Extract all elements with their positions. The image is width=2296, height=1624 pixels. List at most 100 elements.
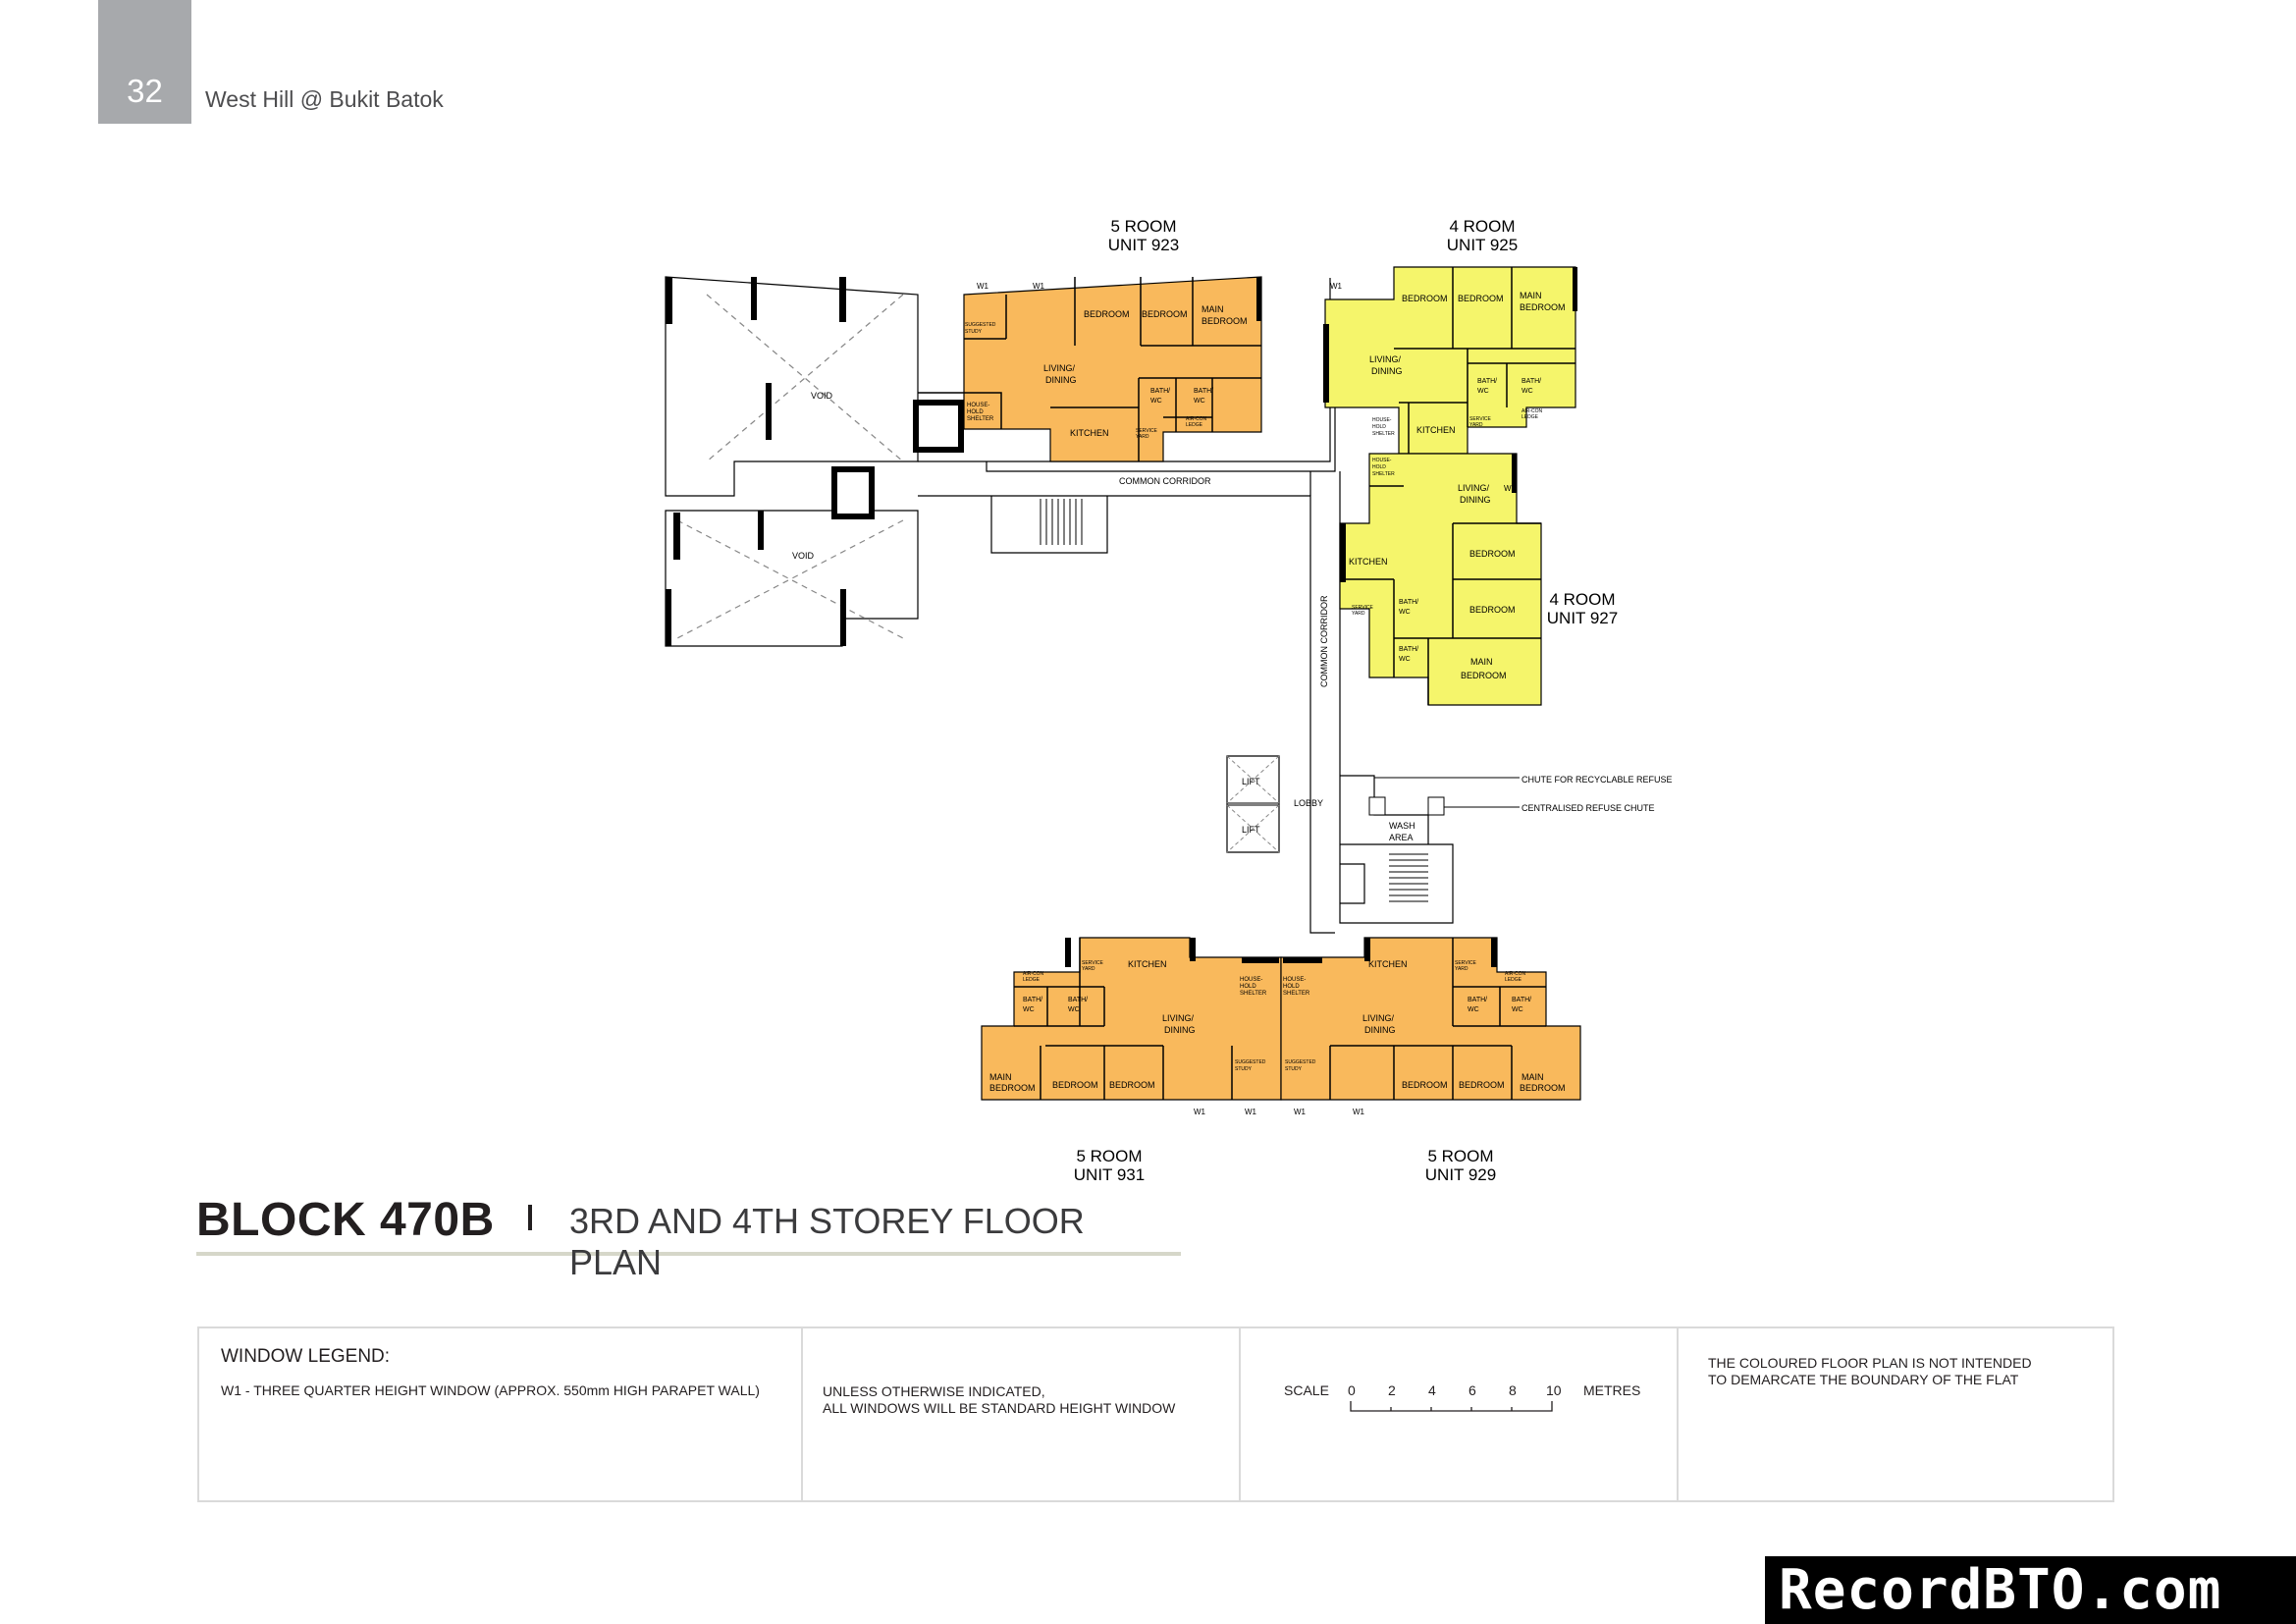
svg-text:SERVICE: SERVICE — [1469, 416, 1492, 422]
common-corridor-label: COMMON CORRIDOR — [1119, 476, 1211, 486]
svg-text:SERVICE: SERVICE — [1455, 960, 1477, 966]
svg-text:UNIT 929: UNIT 929 — [1425, 1165, 1496, 1184]
svg-text:BEDROOM: BEDROOM — [1459, 1080, 1505, 1090]
svg-text:LIVING/: LIVING/ — [1043, 363, 1076, 373]
scale-tick-4: 4 — [1428, 1382, 1436, 1398]
svg-text:SHELTER: SHELTER — [1372, 431, 1395, 437]
plan-title-bar: BLOCK 470B 3RD AND 4TH STOREY FLOOR PLAN — [196, 1193, 1181, 1282]
svg-text:MAIN: MAIN — [1201, 304, 1224, 314]
window-legend-cell: WINDOW LEGEND: W1 - THREE QUARTER HEIGHT… — [199, 1328, 803, 1500]
svg-text:HOLD: HOLD — [1372, 424, 1386, 430]
svg-text:MAIN: MAIN — [989, 1072, 1012, 1082]
svg-text:WC: WC — [1522, 388, 1533, 395]
svg-text:WC: WC — [1399, 609, 1411, 616]
svg-text:SERVICE: SERVICE — [1082, 960, 1104, 966]
scale-tick-6: 6 — [1468, 1382, 1476, 1398]
svg-text:W1: W1 — [1353, 1108, 1365, 1116]
svg-text:UNIT 927: UNIT 927 — [1547, 609, 1618, 627]
svg-text:WC: WC — [1068, 1006, 1080, 1013]
scale-tick-2: 2 — [1388, 1382, 1396, 1398]
svg-text:WASH: WASH — [1389, 821, 1415, 831]
svg-text:BEDROOM: BEDROOM — [1201, 316, 1248, 326]
svg-text:MAIN: MAIN — [1470, 657, 1493, 667]
svg-text:W1: W1 — [1194, 1108, 1206, 1116]
svg-text:AIR-CON: AIR-CON — [1023, 971, 1044, 977]
svg-text:SHELTER: SHELTER — [1372, 471, 1395, 477]
svg-text:KITCHEN: KITCHEN — [1416, 425, 1456, 435]
svg-text:LEDGE: LEDGE — [1023, 977, 1041, 983]
floor-plan: VOID VOID BEDROOM BEDROOM MAIN BEDROOM — [665, 217, 1673, 1184]
svg-text:KITCHEN: KITCHEN — [1128, 959, 1167, 969]
svg-text:AIR-CON: AIR-CON — [1505, 971, 1526, 977]
svg-text:SHELTER: SHELTER — [1283, 991, 1310, 997]
svg-text:BEDROOM: BEDROOM — [1109, 1080, 1155, 1090]
unit-925 — [1324, 266, 1576, 455]
svg-text:BEDROOM: BEDROOM — [1142, 309, 1188, 319]
scale-unit: METRES — [1583, 1382, 1641, 1398]
chute-recyclable-label: CHUTE FOR RECYCLABLE REFUSE — [1522, 775, 1673, 785]
svg-text:UNIT 923: UNIT 923 — [1108, 236, 1179, 254]
svg-text:SUGGESTED: SUGGESTED — [965, 322, 996, 328]
svg-text:BATH/: BATH/ — [1477, 378, 1497, 385]
svg-text:AIR-CON: AIR-CON — [1522, 408, 1543, 414]
svg-text:WC: WC — [1399, 656, 1411, 663]
svg-text:YARD: YARD — [1469, 422, 1483, 428]
project-name: West Hill @ Bukit Batok — [205, 86, 444, 112]
svg-text:HOUSE-: HOUSE- — [1283, 977, 1306, 983]
svg-text:STUDY: STUDY — [1285, 1066, 1303, 1072]
svg-text:HOLD: HOLD — [1240, 984, 1256, 990]
svg-text:BEDROOM: BEDROOM — [1052, 1080, 1098, 1090]
void-label-1: VOID — [811, 391, 833, 401]
boundary-note-cell: THE COLOURED FLOOR PLAN IS NOT INTENDED … — [1679, 1328, 2112, 1500]
svg-text:BATH/: BATH/ — [1399, 599, 1418, 606]
boundary-note-line-2: TO DEMARCATE THE BOUNDARY OF THE FLAT — [1708, 1372, 2019, 1387]
svg-text:BEDROOM: BEDROOM — [989, 1083, 1036, 1093]
svg-text:KITCHEN: KITCHEN — [1368, 959, 1408, 969]
svg-text:BATH/: BATH/ — [1023, 997, 1042, 1003]
svg-text:LIVING/: LIVING/ — [1458, 483, 1490, 493]
svg-text:BEDROOM: BEDROOM — [1402, 294, 1448, 303]
lift-shafts — [1226, 755, 1280, 853]
void-walls — [666, 277, 964, 646]
svg-text:5 ROOM: 5 ROOM — [1076, 1147, 1142, 1165]
svg-text:MAIN: MAIN — [1520, 291, 1542, 300]
svg-text:BEDROOM: BEDROOM — [1469, 605, 1516, 615]
unit-929-heading: 5 ROOM UNIT 929 — [1425, 1147, 1496, 1184]
svg-text:5 ROOM: 5 ROOM — [1110, 217, 1176, 236]
page-number-badge: 32 — [98, 0, 191, 124]
svg-text:YARD: YARD — [1455, 966, 1468, 972]
unit-923 — [963, 276, 1262, 462]
svg-text:LIVING/: LIVING/ — [1369, 354, 1402, 364]
chutes — [1368, 777, 1520, 816]
svg-text:BEDROOM: BEDROOM — [1084, 309, 1130, 319]
unit-929-walls — [1329, 938, 1546, 1100]
w1-description: W1 - THREE QUARTER HEIGHT WINDOW (APPROX… — [221, 1382, 760, 1398]
svg-text:AIR-CON: AIR-CON — [1186, 416, 1207, 422]
svg-text:WC: WC — [1468, 1006, 1479, 1013]
svg-text:SHELTER: SHELTER — [967, 416, 994, 422]
window-legend-title: WINDOW LEGEND: — [221, 1346, 391, 1367]
svg-text:BEDROOM: BEDROOM — [1402, 1080, 1448, 1090]
svg-text:WC: WC — [1023, 1006, 1035, 1013]
svg-text:YARD: YARD — [1136, 434, 1149, 440]
window-note-line-1: UNLESS OTHERWISE INDICATED, — [823, 1383, 1045, 1399]
svg-text:DINING: DINING — [1364, 1025, 1396, 1035]
svg-text:STUDY: STUDY — [965, 329, 983, 335]
svg-text:BEDROOM: BEDROOM — [1520, 302, 1566, 312]
block-title: BLOCK 470B — [196, 1194, 495, 1246]
scale-cell: SCALE 0 2 4 6 8 10 METRES — [1241, 1328, 1679, 1500]
lobby-label: LOBBY — [1294, 798, 1323, 808]
void-label-2: VOID — [792, 551, 815, 561]
svg-text:BATH/: BATH/ — [1068, 997, 1088, 1003]
svg-text:BATH/: BATH/ — [1468, 997, 1487, 1003]
svg-text:BATH/: BATH/ — [1399, 646, 1418, 653]
svg-text:HOUSE-: HOUSE- — [1372, 417, 1392, 423]
svg-text:LIFT: LIFT — [1242, 777, 1260, 786]
svg-text:DINING: DINING — [1371, 366, 1403, 376]
svg-text:W1: W1 — [1033, 282, 1045, 291]
unit-925-heading: 4 ROOM UNIT 925 — [1447, 217, 1518, 254]
title-separator — [528, 1205, 532, 1230]
svg-text:YARD: YARD — [1352, 611, 1365, 617]
svg-text:KITCHEN: KITCHEN — [1349, 557, 1388, 567]
structural-walls — [1065, 267, 1577, 967]
